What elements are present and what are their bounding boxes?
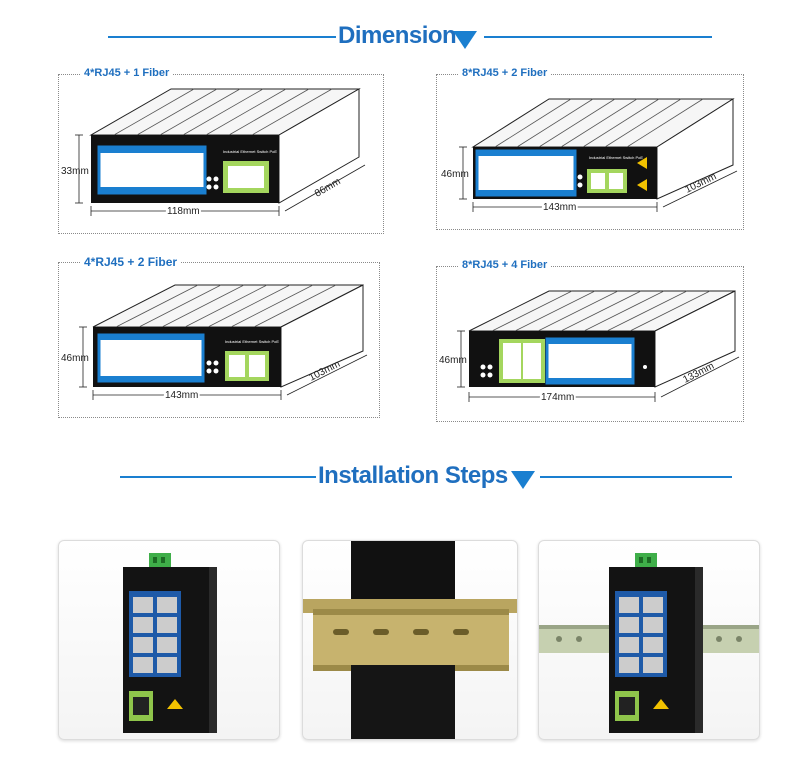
panel-title: Industrial Ethernet Switch PoE (589, 155, 643, 160)
install-photo-switch (58, 540, 280, 740)
height-dimension: 33mm (61, 134, 89, 204)
heading-rule-right (540, 476, 732, 478)
diagram-label: 8*RJ45 + 2 Fiber (459, 67, 551, 79)
diagram-label: 4*RJ45 + 1 Fiber (81, 67, 173, 79)
width-dimension: 143mm (472, 200, 658, 215)
panel-title: Industrial Ethernet Switch PoE (225, 339, 279, 344)
dimension-heading: Dimension (0, 22, 800, 52)
panel-title: Industrial Ethernet Switch PoE (223, 149, 277, 154)
din-rail-image (303, 541, 517, 739)
installation-title: Installation Steps (318, 462, 508, 489)
heading-rule-right (484, 36, 712, 38)
height-value: 46mm (61, 353, 89, 364)
height-dimension: 46mm (61, 326, 89, 388)
dimension-diagram-3: 4*RJ45 + 2 Fiber Industrial Ethernet Swi… (58, 255, 380, 418)
warning-icon (637, 157, 647, 169)
dimension-diagram-4: 8*RJ45 + 4 Fiber (436, 259, 744, 422)
width-dimension: 174mm (468, 390, 656, 405)
device-front-panel: Industrial Ethernet Switch PoE (473, 147, 657, 199)
height-dimension: 46mm (439, 330, 467, 388)
width-value: 143mm (543, 202, 576, 213)
heading-rule-left (120, 476, 316, 478)
height-value: 33mm (61, 166, 89, 177)
height-dimension: 46mm (441, 146, 469, 200)
warning-icon (637, 179, 647, 191)
device-front-panel: Industrial Ethernet Switch PoE (93, 327, 281, 387)
install-photo-mounted (538, 540, 760, 740)
width-value: 143mm (165, 390, 198, 401)
dimension-diagram-2: 8*RJ45 + 2 Fiber Industrial Ethernet Swi… (436, 67, 744, 230)
dimension-title: Dimension (338, 22, 457, 49)
diagram-label: 4*RJ45 + 2 Fiber (81, 255, 181, 269)
width-value: 118mm (167, 206, 200, 217)
mounted-switch-image (539, 553, 759, 733)
height-value: 46mm (441, 169, 469, 180)
width-dimension: 143mm (92, 388, 282, 403)
diagram-label: 8*RJ45 + 4 Fiber (459, 259, 551, 271)
device-front-panel (469, 331, 655, 387)
triangle-down-icon (511, 471, 535, 489)
width-dimension: 118mm (90, 204, 280, 219)
device-front-panel: Industrial Ethernet Switch PoE (91, 135, 279, 203)
install-photo-din-clip (302, 540, 518, 740)
width-value: 174mm (541, 392, 574, 403)
switch-device-image (123, 553, 217, 733)
height-value: 46mm (439, 355, 467, 366)
triangle-down-icon (453, 31, 477, 49)
heading-rule-left (108, 36, 336, 38)
installation-heading: Installation Steps (0, 462, 800, 492)
dimension-diagram-1: 4*RJ45 + 1 Fiber Industrial Ethernet Swi… (58, 67, 384, 234)
